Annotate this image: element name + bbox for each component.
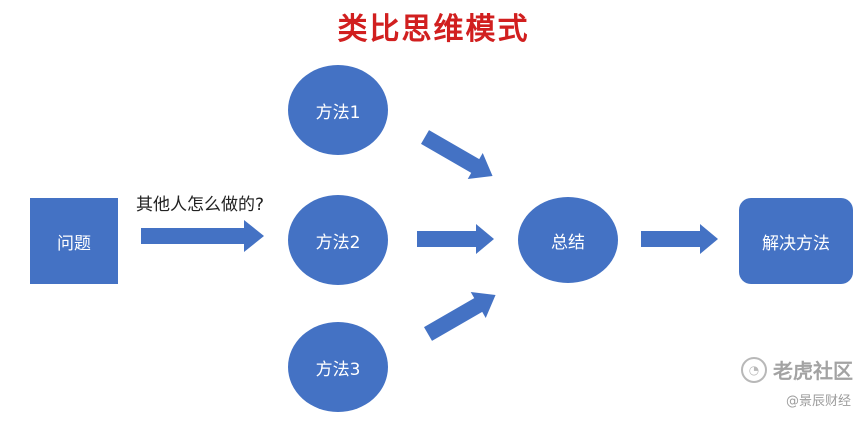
arrow-problem-to-methods <box>141 220 264 252</box>
edge-label-how-others: 其他人怎么做的? <box>136 195 265 215</box>
watermark-logo-text: 老虎社区 <box>773 359 853 383</box>
watermark: ◔ 老虎社区 <box>741 355 853 384</box>
method1-circle <box>288 65 388 155</box>
solution-box <box>739 198 853 284</box>
arrow-summary-to-solution <box>641 224 718 254</box>
method2-circle <box>288 195 388 285</box>
summary-circle <box>518 197 618 283</box>
diagram-title: 类比思维模式 <box>337 12 530 47</box>
arrow-method1-to-summary <box>421 130 493 179</box>
method3-circle <box>288 322 388 412</box>
tiger-logo-icon: ◔ <box>741 356 767 383</box>
arrow-method2-to-summary <box>417 224 494 254</box>
watermark-subtext: @景辰财经 <box>785 394 851 409</box>
problem-box <box>30 198 118 284</box>
arrow-method3-to-summary <box>424 292 496 341</box>
